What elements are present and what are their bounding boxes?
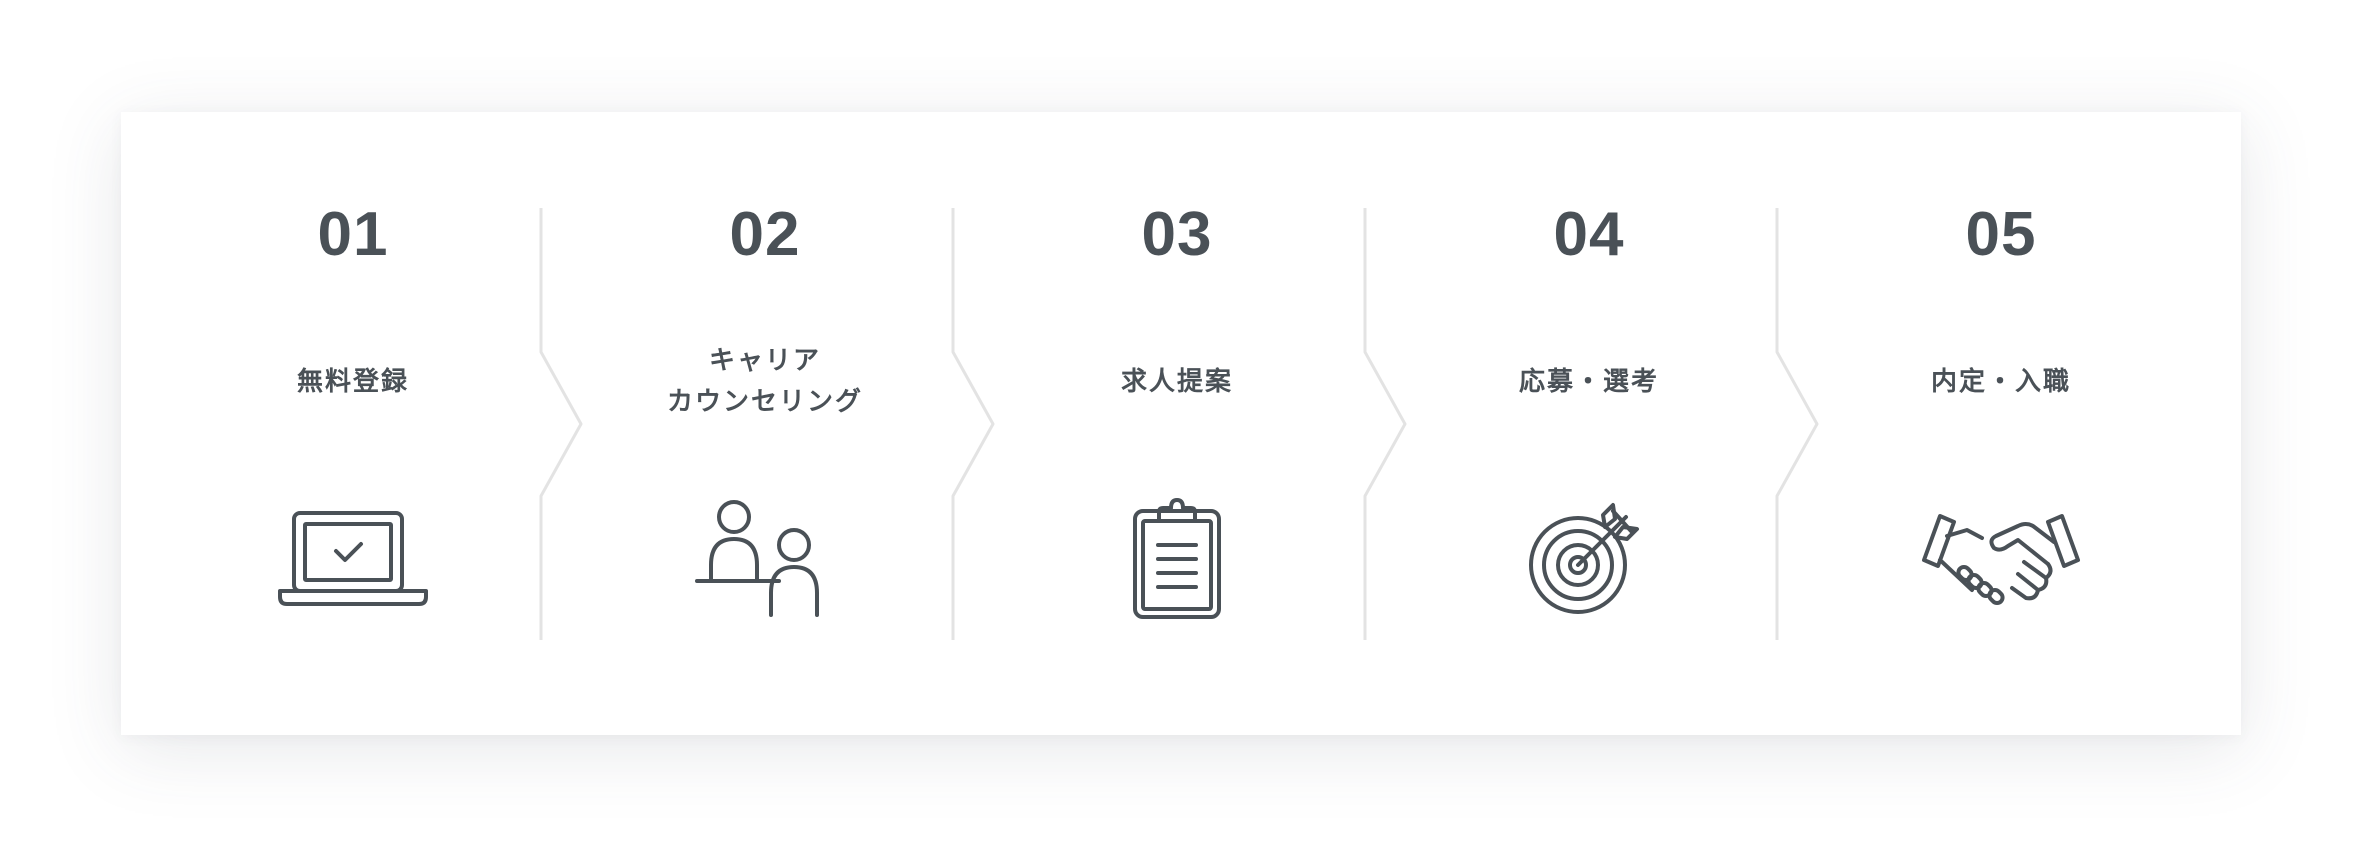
step-label-line: 無料登録 (296, 366, 409, 397)
process-steps-card: 01 無料登録 02 キャリア カウンセリング (121, 112, 2241, 735)
step-number: 04 (1553, 200, 1625, 269)
step-label-line: 求人提案 (1120, 366, 1233, 397)
step-label: 応募・選考 (1382, 334, 1796, 430)
step-label-line: カウンセリング (666, 387, 863, 417)
step-label-line: キャリア (708, 346, 821, 376)
step-label: キャリア カウンセリング (558, 334, 972, 430)
step-label-line: 応募・選考 (1518, 366, 1659, 397)
laptop-check-icon (278, 511, 428, 606)
step-4: 04 応募・選考 (1382, 112, 1796, 735)
step-1: 01 無料登録 (146, 112, 560, 735)
step-number: 03 (1141, 200, 1213, 269)
step-number: 02 (729, 200, 801, 269)
counseling-people-icon (695, 500, 819, 617)
step-label: 内定・入職 (1794, 334, 2208, 430)
clipboard-icon (1133, 498, 1221, 619)
step-5: 05 内定・入職 (1794, 112, 2208, 735)
step-label: 求人提案 (970, 334, 1384, 430)
step-label: 無料登録 (146, 334, 560, 430)
step-3: 03 求人提案 (970, 112, 1384, 735)
step-number: 01 (317, 200, 389, 269)
target-arrow-icon (1529, 503, 1639, 614)
step-2: 02 キャリア カウンセリング (558, 112, 972, 735)
step-number: 05 (1965, 200, 2037, 269)
handshake-icon (1922, 514, 2080, 606)
step-label-line: 内定・入職 (1930, 366, 2071, 397)
